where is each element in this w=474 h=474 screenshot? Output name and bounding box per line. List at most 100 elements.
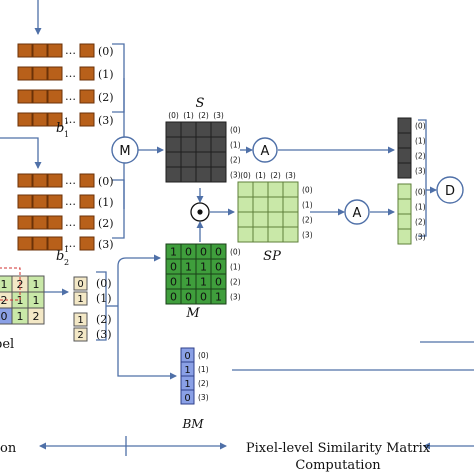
bm-cell-value: 0 <box>184 351 190 362</box>
sp-cell <box>237 226 254 243</box>
b1-index-label: (1) <box>98 68 114 81</box>
b2-block <box>32 215 48 230</box>
s-cell <box>165 136 182 153</box>
b1-dots: … <box>65 44 76 57</box>
s-row-index: (0) <box>230 126 241 135</box>
b2-block <box>17 173 33 188</box>
b1-block <box>79 43 95 58</box>
sp-row-index: (3) <box>302 231 313 240</box>
s-col-index: (2) <box>198 111 209 120</box>
label-col-cell <box>73 327 88 342</box>
sp-cell <box>267 226 284 243</box>
bm-row-index: (3) <box>198 393 209 402</box>
label-col-index: (3) <box>96 328 112 341</box>
label-col-index: (1) <box>96 292 112 305</box>
bm-cell <box>180 389 195 405</box>
col-s-row-index: (1) <box>415 137 426 146</box>
b2-block <box>47 215 63 230</box>
b2-dots: … <box>65 174 76 187</box>
b2-block <box>32 173 48 188</box>
op-dot-node <box>190 202 210 222</box>
sp-cell <box>237 196 254 213</box>
bm-column: 0(0)1(1)1(2)0(3) <box>180 347 209 405</box>
label-grid-value: 2 <box>33 310 40 323</box>
b1-sub: 1 <box>64 130 69 139</box>
caption-line-2: Computation <box>295 458 381 473</box>
b2-block-stack: …(0)…(1)…(2)…(3) <box>17 173 114 251</box>
b1-block <box>47 66 63 81</box>
label-grid-cell <box>27 307 45 325</box>
b2-block <box>79 194 95 209</box>
sp-cell <box>237 211 254 228</box>
b1-block <box>17 112 33 127</box>
b2-block <box>17 215 33 230</box>
s-title: S <box>196 96 205 111</box>
op-d-label: D <box>445 184 455 199</box>
b1-block <box>47 112 63 127</box>
aggregated-sp-column: (0)(1)(2)(3) <box>397 183 426 245</box>
s-col-index: (3) <box>213 111 224 120</box>
bracket-b2 <box>112 179 125 239</box>
b2-block <box>47 194 63 209</box>
m-cell-value: 0 <box>215 276 222 289</box>
b1-block <box>47 43 63 58</box>
op-a2-node: A <box>344 199 370 225</box>
m-cell-value: 0 <box>170 276 177 289</box>
col-s-row-index: (0) <box>415 122 426 131</box>
bottom-left-partial-text: on <box>0 441 17 456</box>
m-cell-value: 0 <box>170 291 177 304</box>
m-cell-value: 0 <box>215 246 222 259</box>
b1-block <box>47 89 63 104</box>
s-cell <box>165 121 182 138</box>
s-cell <box>180 166 197 183</box>
op-a1-node: A <box>252 137 278 163</box>
col-sp-cell <box>397 183 412 200</box>
col-sp-row-index: (3) <box>415 233 426 242</box>
s-cell <box>195 121 212 138</box>
sp-cell <box>252 196 269 213</box>
b1-label: b <box>56 121 64 136</box>
op-m-node: M <box>111 136 139 164</box>
s-cell <box>165 166 182 183</box>
label-col-value: 2 <box>77 330 83 341</box>
b1-block <box>32 66 48 81</box>
label-col-value: 1 <box>77 294 83 305</box>
arrow-to-m <box>117 254 161 306</box>
b1-index-label: (0) <box>98 45 114 58</box>
label-grid-value: 1 <box>17 294 24 307</box>
s-row-index: (1) <box>230 141 241 150</box>
m-cell-value: 0 <box>170 261 177 274</box>
label-col-cell <box>73 276 88 291</box>
col-sp-row-index: (2) <box>415 218 426 227</box>
b1-block-stack: …(0)…(1)…(2)…(3) <box>17 43 114 127</box>
col-sp-cell <box>397 198 412 215</box>
s-col-index: (0) <box>168 111 179 120</box>
bm-title: BM <box>181 417 204 431</box>
m-cell-value: 1 <box>215 291 222 304</box>
label-grid-highlight <box>0 267 21 301</box>
s-cell <box>210 121 227 138</box>
op-a1-label: A <box>261 144 270 159</box>
bm-cell-value: 1 <box>184 379 190 390</box>
b2-block <box>79 236 95 251</box>
m-cell-value: 0 <box>200 246 207 259</box>
label-column: 0(0)1(1)1(2)2(3) <box>73 276 112 342</box>
m-cell-value: 1 <box>200 261 207 274</box>
connectors <box>0 0 474 456</box>
sp-col-index: (2) <box>270 171 281 180</box>
label-col-index: (2) <box>96 313 112 326</box>
bracket-b1 <box>112 43 125 113</box>
s-cell <box>180 151 197 168</box>
m-cell-value: 0 <box>200 291 207 304</box>
sp-title: SP <box>263 249 281 264</box>
sp-row-index: (0) <box>302 186 313 195</box>
bracket-d <box>418 119 427 237</box>
sp-cell <box>282 181 299 198</box>
s-cell <box>165 151 182 168</box>
sp-cell <box>282 196 299 213</box>
label-col-index: (0) <box>96 277 112 290</box>
b2-block <box>17 194 33 209</box>
b2-block <box>47 173 63 188</box>
